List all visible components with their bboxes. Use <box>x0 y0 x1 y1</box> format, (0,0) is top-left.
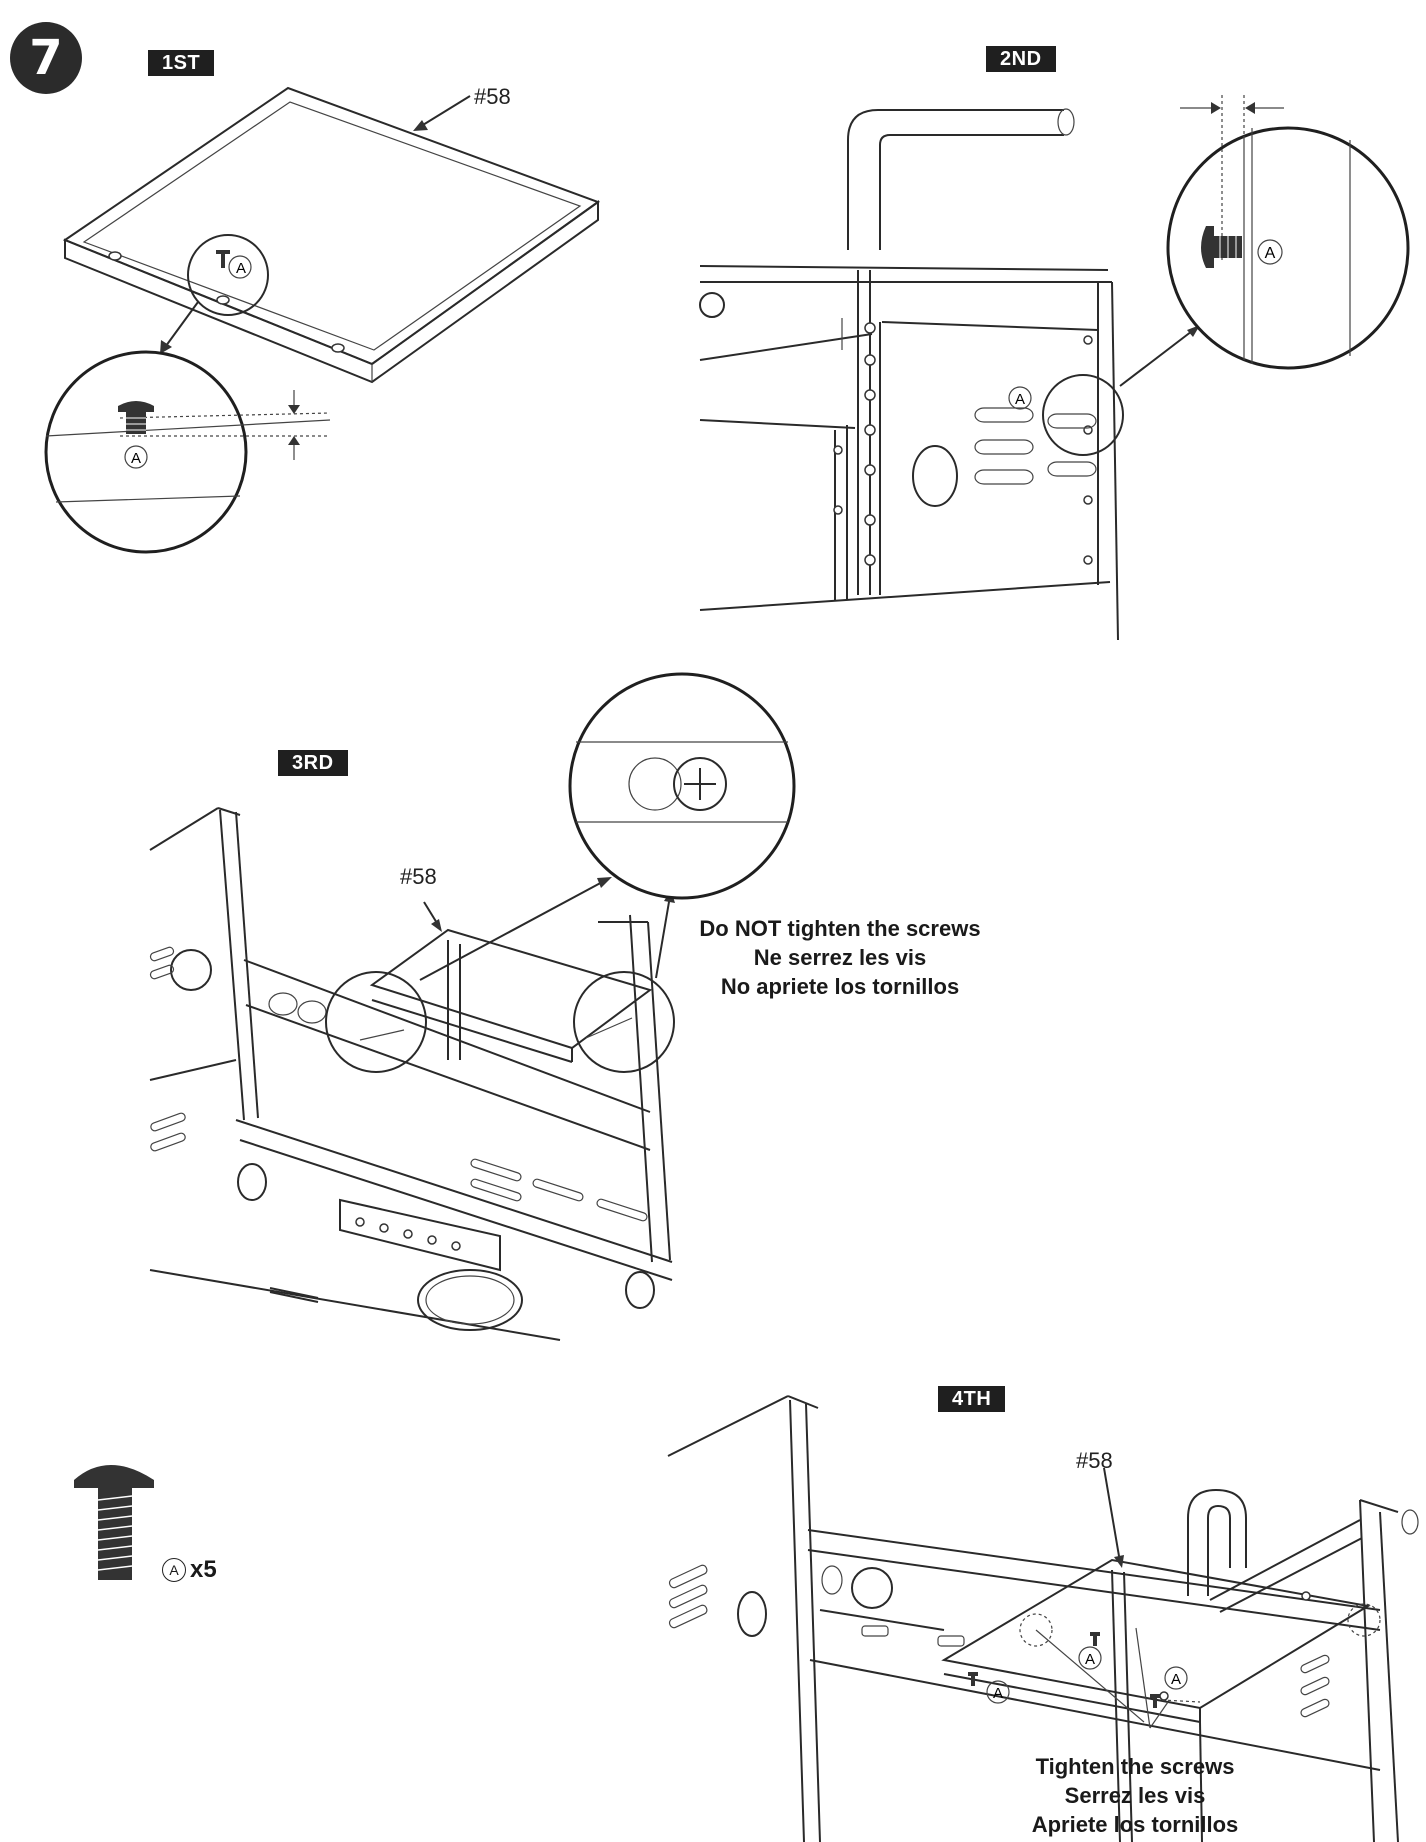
stage-tag-4th: 4TH <box>938 1386 1006 1412</box>
callout-a: A <box>1085 1651 1095 1668</box>
callout-a: A <box>1015 391 1025 408</box>
callout-a: A <box>131 450 141 467</box>
step-number-badge: 7 <box>10 22 82 94</box>
callout-a: A <box>1265 245 1276 262</box>
part-label-58: #58 <box>1076 1448 1113 1473</box>
screw-icon <box>74 1465 154 1580</box>
note-line-es: No apriete los tornillos <box>720 974 960 999</box>
callout-letters: A A A A A A A <box>131 245 1276 1702</box>
note-line-fr: Serrez les vis <box>1064 1783 1206 1808</box>
stage-2-side-panel <box>699 95 1410 641</box>
note-line-en: Tighten the screws <box>1035 1754 1235 1779</box>
callout-a: A <box>1171 1671 1181 1688</box>
part-label-58: #58 <box>474 84 511 109</box>
hardware-quantity: A x5 <box>162 1556 217 1584</box>
stage-3-shelf-installed <box>149 672 796 1341</box>
note-line-en: Do NOT tighten the screws <box>699 916 981 941</box>
note-line-fr: Ne serrez les vis <box>753 945 927 970</box>
part-label-58: #58 <box>400 864 437 889</box>
stage-tag-3rd: 3RD <box>278 750 348 776</box>
tighten-note: Tighten the screws Serrez les vis Apriet… <box>1000 1752 1270 1839</box>
callout-a: A <box>236 260 246 277</box>
stage-4-shelf-tightened <box>667 1395 1419 1842</box>
hardware-letter: A <box>162 1558 186 1582</box>
note-line-es: Apriete los tornillos <box>1031 1812 1239 1837</box>
callout-a: A <box>993 1685 1003 1702</box>
stage-1-shelf-frame <box>44 86 601 554</box>
do-not-tighten-note: Do NOT tighten the screws Ne serrez les … <box>690 914 990 1001</box>
stage-tag-2nd: 2ND <box>986 46 1056 72</box>
hardware-count: x5 <box>190 1556 217 1583</box>
stage-tag-1st: 1ST <box>148 50 215 76</box>
